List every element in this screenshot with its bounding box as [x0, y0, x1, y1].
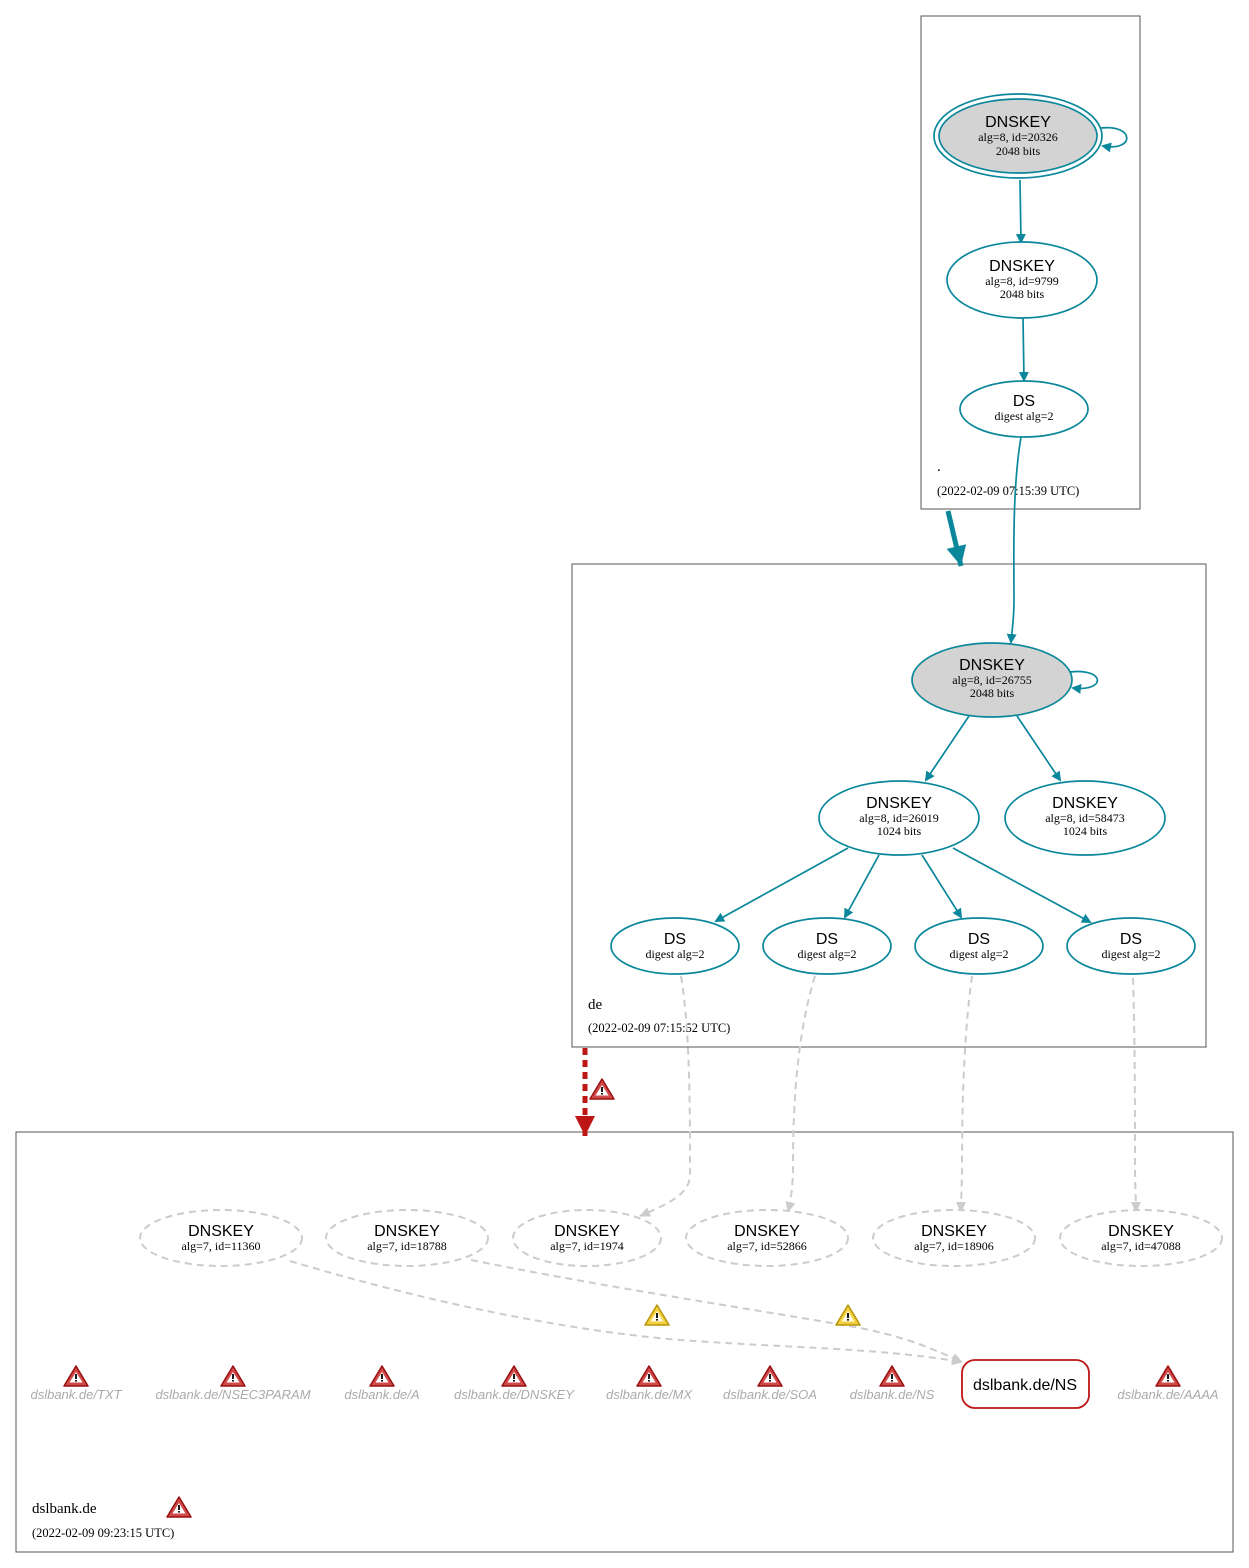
node-detail: 1024 bits [1063, 824, 1108, 838]
node-title: DNSKEY [188, 1223, 254, 1240]
edge-de-zsk-ds4 [952, 847, 1092, 923]
delegation-error-icon [589, 1078, 615, 1100]
rrset-mx[interactable]: dslbank.de/MX [606, 1365, 693, 1402]
edge-key1-ns [289, 1260, 963, 1366]
node-detail: alg=8, id=20326 [978, 130, 1058, 144]
node-detail: 2048 bits [1000, 287, 1045, 301]
node-title: DNSKEY [1052, 795, 1118, 812]
node-detail: digest alg=2 [797, 947, 856, 961]
node-de-ds-3[interactable]: DS digest alg=2 [914, 917, 1044, 975]
rrset-label: dslbank.de/TXT [30, 1387, 122, 1402]
delegation-root-de-arrow [945, 510, 967, 567]
zone-de-name: de [588, 997, 603, 1013]
rrset-label: dslbank.de/NSEC3PARAM [155, 1387, 310, 1402]
node-detail: 2048 bits [970, 686, 1015, 700]
edge-ds3-dslbank-key5 [956, 975, 973, 1213]
zone-dslbank-box [15, 1131, 1234, 1553]
rrset-label: dslbank.de/MX [606, 1387, 693, 1402]
node-title: DS [1120, 931, 1142, 948]
edge-de-zsk-ds2 [844, 854, 880, 919]
rrset-label: dslbank.de/A [344, 1387, 419, 1402]
zone-root-timestamp: (2022-02-09 07:15:39 UTC) [937, 484, 1079, 498]
node-dslbank-key-52866[interactable]: DNSKEY alg=7, id=52866 [685, 1209, 849, 1267]
node-dslbank-key-47088[interactable]: DNSKEY alg=7, id=47088 [1059, 1209, 1223, 1267]
node-title: DNSKEY [374, 1223, 440, 1240]
node-title: DNSKEY [554, 1223, 620, 1240]
node-title: DNSKEY [921, 1223, 987, 1240]
node-detail: alg=7, id=1974 [550, 1239, 624, 1253]
node-title: DNSKEY [1108, 1223, 1174, 1240]
rrset-label: dslbank.de/NS [850, 1387, 935, 1402]
rrset-a[interactable]: dslbank.de/A [344, 1365, 420, 1402]
node-detail: digest alg=2 [645, 947, 704, 961]
edge-de-zsk-ds1 [714, 847, 849, 922]
node-root-ds[interactable]: DS digest alg=2 [959, 380, 1089, 438]
rrset-ns-label: dslbank.de/NS [973, 1377, 1077, 1394]
node-detail: 2048 bits [996, 144, 1041, 158]
edge-de-ksk-zsk1 [924, 715, 970, 782]
edge-ds1-dslbank-key3 [639, 975, 692, 1217]
node-de-ds-4[interactable]: DS digest alg=2 [1066, 917, 1196, 975]
node-title: DNSKEY [866, 795, 932, 812]
edge-de-zsk-ds3 [921, 854, 963, 919]
node-detail: alg=7, id=18788 [367, 1239, 447, 1253]
node-detail: alg=8, id=26755 [952, 673, 1032, 687]
rrset-ns-box[interactable]: dslbank.de/NS [961, 1359, 1090, 1409]
node-title: DS [1013, 393, 1035, 410]
edge-root-ksk-self [1100, 126, 1128, 153]
node-root-zsk[interactable]: DNSKEY alg=8, id=9799 2048 bits [946, 241, 1098, 319]
rrset-txt[interactable]: dslbank.de/TXT [30, 1365, 123, 1402]
node-detail: alg=7, id=52866 [727, 1239, 807, 1253]
node-title: DNSKEY [734, 1223, 800, 1240]
node-detail: alg=7, id=18906 [914, 1239, 994, 1253]
node-de-ds-2[interactable]: DS digest alg=2 [762, 917, 892, 975]
node-de-zsk-26019[interactable]: DNSKEY alg=8, id=26019 1024 bits [818, 780, 980, 856]
node-title: DS [816, 931, 838, 948]
rrset-nsec3param[interactable]: dslbank.de/NSEC3PARAM [155, 1365, 311, 1402]
node-detail: alg=7, id=47088 [1101, 1239, 1181, 1253]
node-de-zsk-58473[interactable]: DNSKEY alg=8, id=58473 1024 bits [1004, 780, 1166, 856]
zone-dslbank-name: dslbank.de [32, 1501, 97, 1517]
node-detail: 1024 bits [877, 824, 922, 838]
edge-ds4-dslbank-key6 [1130, 977, 1141, 1213]
zone-de-timestamp: (2022-02-09 07:15:52 UTC) [588, 1021, 730, 1035]
edge-de-ksk-zsk2 [1016, 715, 1062, 782]
rrset-label: dslbank.de/AAAA [1117, 1387, 1218, 1402]
node-title: DNSKEY [989, 258, 1055, 275]
rrset-label: dslbank.de/DNSKEY [454, 1387, 575, 1402]
node-dslbank-key-18788[interactable]: DNSKEY alg=7, id=18788 [325, 1209, 489, 1267]
node-title: DNSKEY [985, 114, 1051, 131]
edge-ds2-dslbank-key4 [785, 975, 816, 1213]
zone-root-name: . [937, 459, 941, 475]
edge-root-ds-de-ksk [1006, 436, 1022, 644]
edge-key2-ns [470, 1259, 963, 1363]
node-de-ksk[interactable]: DNSKEY alg=8, id=26755 2048 bits [911, 642, 1073, 718]
node-detail: digest alg=2 [949, 947, 1008, 961]
node-detail: digest alg=2 [994, 409, 1053, 423]
rrset-soa[interactable]: dslbank.de/SOA [723, 1365, 817, 1402]
rrset-aaaa[interactable]: dslbank.de/AAAA [1117, 1365, 1219, 1402]
node-root-ksk[interactable]: DNSKEY alg=8, id=20326 2048 bits [933, 93, 1103, 179]
zone-dslbank-timestamp: (2022-02-09 09:23:15 UTC) [32, 1526, 174, 1540]
node-de-ds-1[interactable]: DS digest alg=2 [610, 917, 740, 975]
node-detail: digest alg=2 [1101, 947, 1160, 961]
node-detail: alg=8, id=9799 [985, 274, 1059, 288]
edge-root-zsk-ds [1018, 317, 1029, 382]
node-title: DNSKEY [959, 657, 1025, 674]
node-title: DS [968, 931, 990, 948]
node-dslbank-key-11360[interactable]: DNSKEY alg=7, id=11360 [139, 1209, 303, 1267]
node-detail: alg=8, id=58473 [1045, 811, 1125, 825]
node-detail: alg=7, id=11360 [181, 1239, 260, 1253]
node-title: DS [664, 931, 686, 948]
node-dslbank-key-1974[interactable]: DNSKEY alg=7, id=1974 [512, 1209, 662, 1267]
node-dslbank-key-18906[interactable]: DNSKEY alg=7, id=18906 [872, 1209, 1036, 1267]
edge-root-ksk-zsk [1015, 179, 1026, 244]
rrset-ns-error[interactable]: dslbank.de/NS [850, 1365, 935, 1402]
rrset-label: dslbank.de/SOA [723, 1387, 817, 1402]
edge-de-ksk-self [1069, 670, 1099, 694]
rrset-dnskey[interactable]: dslbank.de/DNSKEY [454, 1365, 575, 1402]
node-detail: alg=8, id=26019 [859, 811, 939, 825]
